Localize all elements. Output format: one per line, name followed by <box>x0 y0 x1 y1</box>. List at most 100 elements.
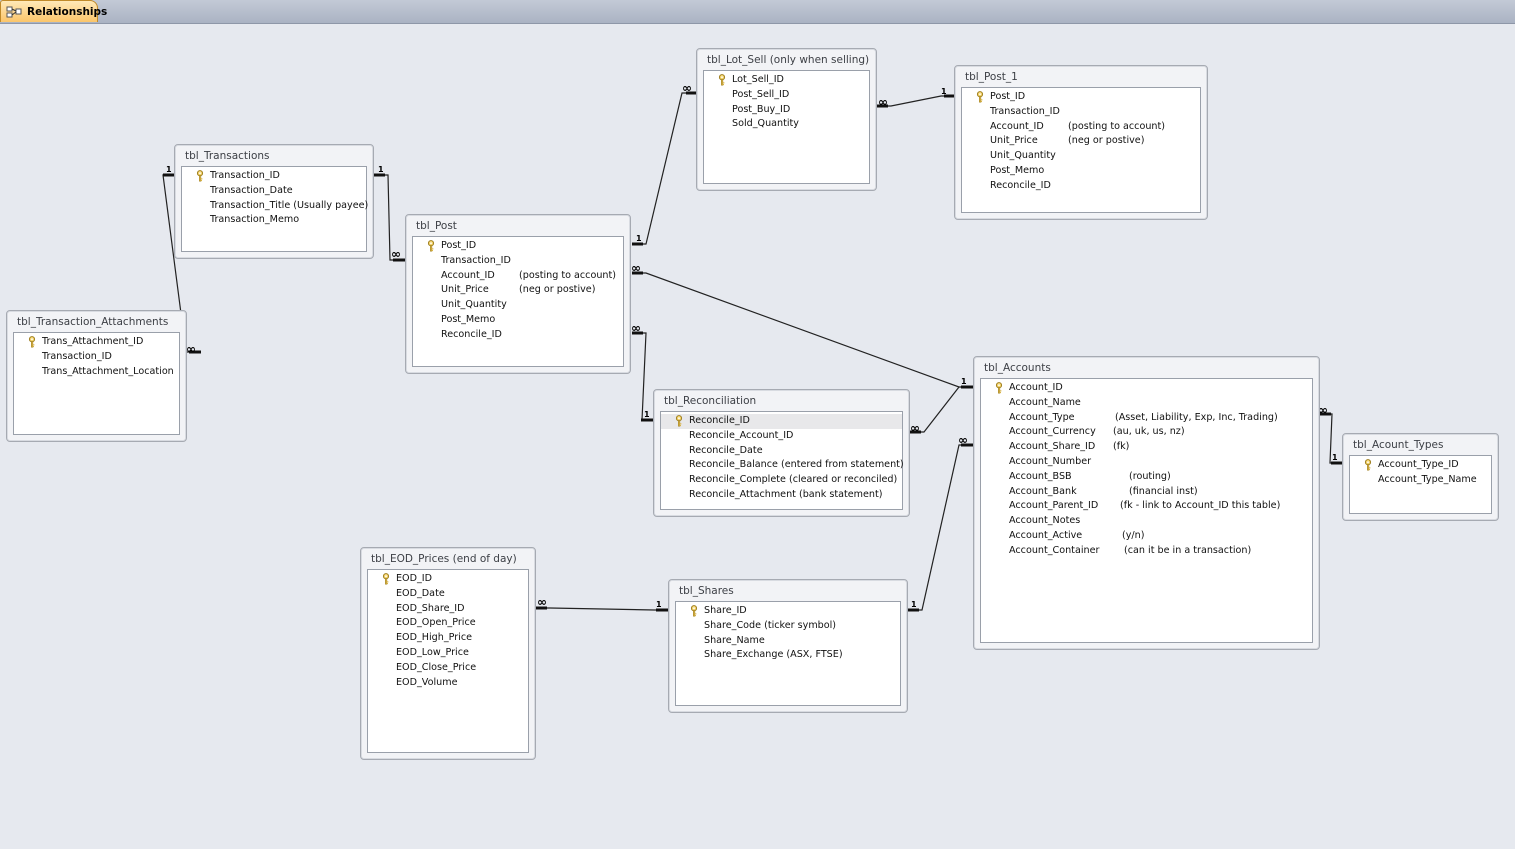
field-row[interactable]: Post_ID <box>413 239 623 254</box>
field-row[interactable]: Transaction_ID <box>182 169 366 184</box>
field-note: (posting to account) <box>519 269 616 281</box>
table-title[interactable]: tbl_Accounts <box>984 362 1051 374</box>
table-title[interactable]: tbl_Reconciliation <box>664 395 757 407</box>
table-lot-sell[interactable]: tbl_Lot_Sell (only when selling) Lot_Sel… <box>696 48 877 191</box>
field-row[interactable]: Post_Memo <box>413 313 623 328</box>
field-row[interactable]: Post_Sell_ID <box>704 88 869 103</box>
field-row[interactable]: Reconcile_ID <box>962 179 1200 194</box>
field-row[interactable]: Trans_Attachment_Location <box>14 365 179 380</box>
field-row[interactable]: Share_ID <box>676 604 900 619</box>
field-row[interactable]: Unit_Quantity <box>413 298 623 313</box>
field-name: Reconcile_Date <box>689 444 763 456</box>
field-row[interactable]: Account_Type_Name <box>1350 473 1491 488</box>
tab-label: Relationships <box>27 6 108 18</box>
field-row[interactable]: EOD_Date <box>368 587 528 602</box>
field-row[interactable]: Transaction_Title (Usually payee) <box>182 199 368 214</box>
field-row[interactable]: EOD_Close_Price <box>368 661 528 676</box>
field-row[interactable]: Unit_Price(neg or postive) <box>962 134 1200 149</box>
field-row[interactable]: Transaction_ID <box>14 350 179 365</box>
field-row[interactable]: Account_Number <box>981 455 1312 470</box>
table-title[interactable]: tbl_EOD_Prices (end of day) <box>371 553 517 565</box>
field-row[interactable]: Reconcile_Attachment (bank statement) <box>661 488 902 503</box>
field-row[interactable]: Share_Code (ticker symbol) <box>676 619 900 634</box>
field-row[interactable]: Reconcile_Balance (entered from statemen… <box>661 458 904 473</box>
field-name: Transaction_ID <box>42 350 112 362</box>
field-row[interactable]: Account_BSB(routing) <box>981 470 1312 485</box>
field-row[interactable]: Post_Memo <box>962 164 1200 179</box>
primary-key-icon <box>382 573 390 585</box>
table-title[interactable]: tbl_Lot_Sell (only when selling) <box>707 54 870 66</box>
field-row[interactable]: Account_Notes <box>981 514 1312 529</box>
field-row[interactable]: Account_ID(posting to account) <box>413 269 623 284</box>
field-row[interactable]: Reconcile_ID <box>661 414 902 429</box>
field-row[interactable]: Post_ID <box>962 90 1200 105</box>
field-row[interactable]: Account_Parent_ID(fk - link to Account_I… <box>981 499 1312 514</box>
table-title[interactable]: tbl_Acount_Types <box>1353 439 1444 451</box>
field-name: EOD_Close_Price <box>396 661 477 673</box>
field-row[interactable]: Share_Exchange (ASX, FTSE) <box>676 648 900 663</box>
field-name: Unit_Quantity <box>441 299 507 311</box>
field-row[interactable]: Account_Container(can it be in a transac… <box>981 544 1312 559</box>
field-row[interactable]: Transaction_Date <box>182 184 366 199</box>
field-row[interactable]: Account_Type(Asset, Liability, Exp, Inc,… <box>981 411 1312 426</box>
field-name: Transaction_Memo <box>210 214 300 226</box>
field-row[interactable]: EOD_Share_ID <box>368 602 528 617</box>
field-row[interactable]: Account_Active(y/n) <box>981 529 1312 544</box>
field-row[interactable]: Trans_Attachment_ID <box>14 335 179 350</box>
table-title[interactable]: tbl_Transaction_Attachments <box>17 316 169 328</box>
field-name: Transaction_ID <box>441 254 511 266</box>
table-title[interactable]: tbl_Post <box>416 220 457 232</box>
field-row[interactable]: Transaction_ID <box>413 254 623 269</box>
table-title[interactable]: tbl_Post_1 <box>965 71 1018 83</box>
field-row[interactable]: Account_ID(posting to account) <box>962 120 1200 135</box>
table-title[interactable]: tbl_Shares <box>679 585 734 597</box>
field-name: Account_Number <box>1009 455 1092 467</box>
field-row[interactable]: Unit_Price(neg or postive) <box>413 283 623 298</box>
field-row[interactable]: Reconcile_Account_ID <box>661 429 902 444</box>
field-row[interactable]: Account_Name <box>981 396 1312 411</box>
field-row[interactable]: Lot_Sell_ID <box>704 73 869 88</box>
field-row[interactable]: Unit_Quantity <box>962 149 1200 164</box>
field-note: (routing) <box>1129 470 1171 482</box>
table-title[interactable]: tbl_Transactions <box>185 150 270 162</box>
field-row[interactable]: Transaction_ID <box>962 105 1200 120</box>
field-row[interactable]: Account_ID <box>981 381 1312 396</box>
field-row[interactable]: EOD_Open_Price <box>368 616 528 631</box>
field-row[interactable]: Reconcile_Complete (cleared or reconcile… <box>661 473 902 488</box>
field-row[interactable]: EOD_Volume <box>368 676 528 691</box>
field-row[interactable]: Account_Type_ID <box>1350 458 1491 473</box>
field-name: Reconcile_Balance (entered from statemen… <box>689 459 904 471</box>
tab-relationships[interactable]: Relationships <box>0 0 107 22</box>
field-row[interactable]: Account_Share_ID(fk) <box>981 440 1312 455</box>
field-row[interactable]: Post_Buy_ID <box>704 103 869 118</box>
field-row[interactable]: Account_Currency(au, uk, us, nz) <box>981 425 1312 440</box>
field-row[interactable]: Reconcile_ID <box>413 328 623 343</box>
field-row[interactable]: EOD_High_Price <box>368 631 528 646</box>
field-row[interactable]: Reconcile_Date <box>661 444 902 459</box>
table-transaction-attachments[interactable]: tbl_Transaction_Attachments Trans_Attach… <box>6 310 187 442</box>
field-row[interactable]: Transaction_Memo <box>182 213 366 228</box>
field-row[interactable]: Share_Name <box>676 634 900 649</box>
field-row[interactable]: Account_Bank(financial inst) <box>981 485 1312 500</box>
field-row[interactable]: EOD_Low_Price <box>368 646 528 661</box>
field-row[interactable]: Sold_Quantity <box>704 117 869 132</box>
field-row[interactable]: EOD_ID <box>368 572 528 587</box>
